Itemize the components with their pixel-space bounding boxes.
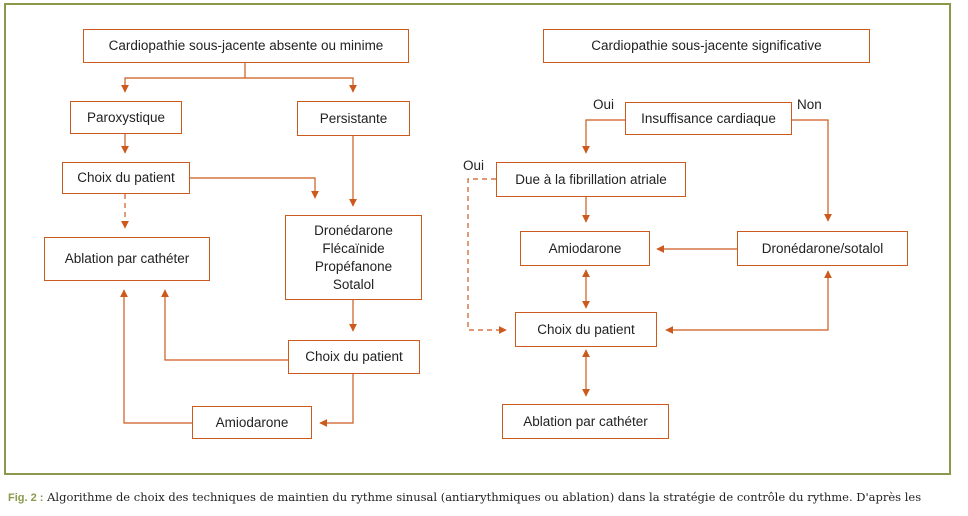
drug-item: Dronédarone bbox=[314, 222, 393, 238]
box-choix-patient-right: Choix du patient bbox=[515, 312, 657, 347]
box-dronedarone-sotalol: Dronédarone/sotalol bbox=[737, 231, 908, 266]
connector-top-to-persistante bbox=[245, 77, 357, 93]
label-oui-left: Oui bbox=[463, 158, 485, 173]
connector-choix2-to-amiodarone bbox=[319, 374, 354, 427]
connector-choix2-to-ablation bbox=[161, 289, 288, 361]
box-amiodarone-right: Amiodarone bbox=[520, 231, 650, 266]
box-choix-patient-2: Choix du patient bbox=[288, 340, 420, 374]
box-drug-list: Dronédarone Flécaïnide Propéfanone Sotal… bbox=[285, 215, 422, 300]
connector-amiodarone-to-ablation bbox=[120, 289, 192, 424]
box-cardiopathie-minime: Cardiopathie sous-jacente absente ou min… bbox=[83, 29, 409, 63]
drug-item: Sotalol bbox=[332, 276, 375, 292]
label-non: Non bbox=[797, 97, 822, 112]
connector-choix-to-drugs bbox=[190, 177, 319, 199]
connector-top-split bbox=[121, 63, 246, 93]
label-oui-top: Oui bbox=[593, 97, 615, 112]
box-persistante: Persistante bbox=[297, 101, 410, 136]
box-insuffisance-cardiaque: Insuffisance cardiaque bbox=[625, 102, 792, 135]
box-ablation-right: Ablation par cathéter bbox=[502, 404, 669, 439]
box-ablation-left: Ablation par cathéter bbox=[44, 237, 210, 281]
box-paroxystique: Paroxystique bbox=[70, 101, 182, 134]
box-due-fibrillation: Due à la fibrillation atriale bbox=[496, 162, 686, 197]
connector-oui-dashed-to-choix bbox=[467, 178, 507, 334]
box-choix-patient-1: Choix du patient bbox=[62, 162, 190, 194]
figure-caption: Fig. 2 : Algorithme de choix des techniq… bbox=[8, 488, 958, 516]
box-amiodarone-left: Amiodarone bbox=[192, 406, 312, 439]
caption-fig-label: Fig. 2 : bbox=[8, 492, 44, 504]
connector-non-to-dronedarone bbox=[792, 119, 832, 222]
connector-dronedarone-to-choix bbox=[665, 270, 832, 334]
connector-oui-to-due bbox=[582, 119, 625, 154]
figure-frame bbox=[4, 3, 951, 475]
drug-item: Propéfanone bbox=[314, 258, 393, 274]
box-cardiopathie-significative: Cardiopathie sous-jacente significative bbox=[543, 29, 870, 63]
drug-item: Flécaïnide bbox=[322, 240, 385, 256]
caption-text: Algorithme de choix des techniques de ma… bbox=[43, 490, 922, 504]
